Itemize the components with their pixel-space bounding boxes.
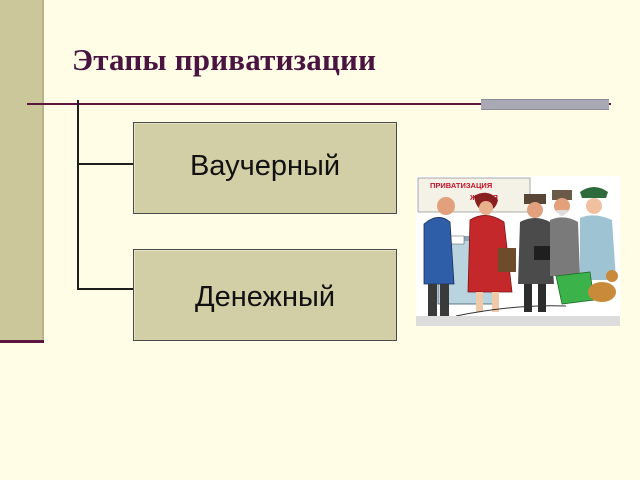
cartoon-queue-image: ПРИВАТИЗАЦИЯ ЖИЛЬЯ: [416, 176, 620, 326]
cartoon-illustration: ПРИВАТИЗАЦИЯ ЖИЛЬЯ: [416, 176, 620, 326]
left-band-underline: [0, 340, 44, 343]
title-underline: [27, 103, 611, 105]
slide-title: Этапы приватизации: [72, 42, 377, 77]
stage-label-monetary: Денежный: [194, 280, 336, 313]
stage-box-monetary: Денежный: [133, 249, 397, 341]
sign-text-line1: ПРИВАТИЗАЦИЯ: [430, 181, 492, 190]
stage-label-voucher: Ваучерный: [189, 149, 341, 182]
left-decorative-band: [0, 0, 44, 340]
tree-connector-branch-2: [77, 288, 133, 290]
tree-connector-branch-1: [77, 163, 133, 165]
tree-connector-vertical: [77, 100, 79, 290]
stage-box-voucher: Ваучерный: [133, 122, 397, 214]
title-underline-accent: [481, 99, 609, 110]
